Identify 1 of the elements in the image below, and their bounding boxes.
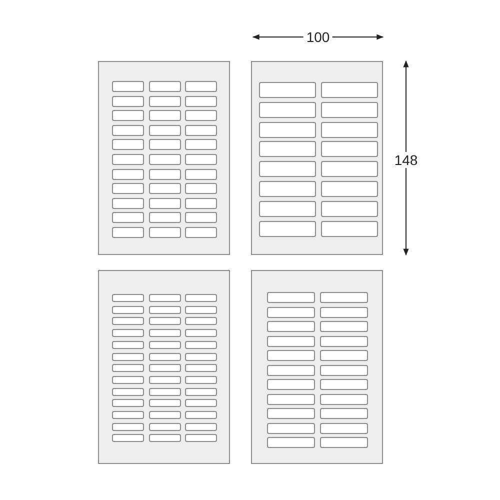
dimension-label: 100 <box>303 29 333 45</box>
